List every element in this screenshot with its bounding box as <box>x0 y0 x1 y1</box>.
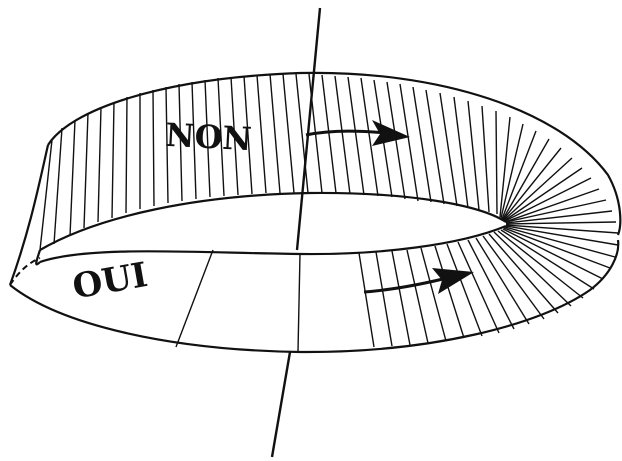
upper-band-hatching <box>40 74 618 250</box>
arrow-top-icon <box>306 120 410 146</box>
label-non: NON <box>164 116 252 158</box>
lower-band-lines <box>176 250 300 351</box>
label-oui: OUI <box>70 255 151 307</box>
band-outlines <box>10 73 620 352</box>
